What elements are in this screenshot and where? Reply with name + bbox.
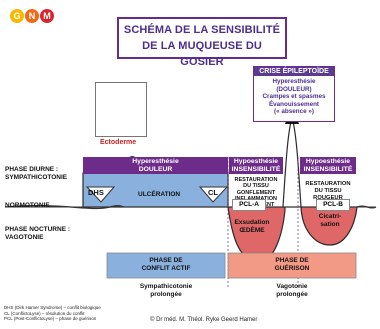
embryo-frame — [95, 82, 147, 137]
column-header-hyperesthesia-1: Hyperesthésie DOULEUR — [83, 157, 228, 174]
logo-letter-m: M — [40, 9, 54, 23]
crise-line-1: Hyperesthésie — [272, 78, 316, 85]
conflit-line2: CONFLIT ACTIF — [141, 264, 191, 272]
col2-line1: Hypoesthésie — [233, 158, 279, 165]
cl-marker — [198, 186, 229, 203]
gnm-logo: G N M — [10, 9, 54, 23]
crise-epileptoide-box: CRISE ÉPILEPTOÏDE Hyperesthésie (DOULEUR… — [253, 66, 335, 122]
title-line-1: SCHÉMA DE LA SENSIBILITÉ — [123, 24, 281, 36]
column-header-hypoesthesia-1: Hypoesthésie INSENSIBILITÉ — [229, 157, 283, 174]
logo-letter-g: G — [10, 9, 24, 23]
pcl-b-box: PCL-B — [316, 199, 350, 211]
pcl-a-box: PCL-A — [232, 199, 266, 211]
rest1-l1: RESTAURATION — [234, 177, 278, 183]
exsudation-line1: Exsudation — [234, 219, 270, 226]
sympath-line2: prolongée — [150, 290, 182, 298]
col1-line2: DOULEUR — [138, 165, 173, 173]
col4-line1: Hypoesthésie — [305, 158, 351, 165]
col1-line1: Hyperesthésie — [132, 158, 179, 165]
guerison-line2: GUÉRISON — [274, 264, 310, 272]
healing-phase-band — [227, 252, 357, 279]
rest2-l3: ROUGEUR — [313, 194, 343, 201]
rest1-l3: GONFLEMENT — [236, 189, 276, 196]
vagot-line1: Vagotonie — [276, 283, 308, 290]
title-box: SCHÉMA DE LA SENSIBILITÉ DE LA MUQUEUSE … — [117, 17, 287, 68]
baseline-wave — [4, 204, 377, 210]
copyright: © Dr méd. M. Théol. Ryke Geerd Hamer — [150, 317, 258, 323]
crise-line-2: (DOULEUR) — [276, 85, 312, 93]
phase-conflit-actif: PHASE DE CONFLIT ACTIF — [107, 257, 225, 272]
logo-letter-n: N — [25, 9, 39, 23]
vagotonie-prolongee: Vagotonie prolongée — [228, 283, 356, 298]
legend-cl: CL (ConflictoLyse) – résolution du confl… — [4, 310, 85, 316]
guerison-line1: PHASE DE — [275, 257, 309, 264]
exsudation-label: Exsudation ŒDÈME — [232, 219, 272, 234]
exsudation-line2: ŒDÈME — [239, 226, 265, 234]
healing-phase-curve-b — [300, 206, 358, 246]
nocturne-line2: VAGOTONIE — [5, 233, 44, 241]
cicatrisation-label: Cicatri- sation — [312, 213, 348, 228]
cicatrisation-line2: sation — [320, 220, 340, 228]
phase-guerison: PHASE DE GUÉRISON — [228, 257, 356, 272]
legend-footer: DHS (Dirk Hamer Syndrome) – conflit biol… — [4, 305, 101, 322]
col4-line2: INSENSIBILITÉ — [303, 165, 353, 173]
nocturne-line1: PHASE NOCTURNE : — [5, 226, 71, 233]
column-header-hypoesthesia-2: Hypoesthésie INSENSIBILITÉ — [300, 157, 356, 174]
rest1-l4: INFLAMMATION — [229, 196, 283, 202]
conflit-line1: PHASE DE — [149, 257, 183, 264]
rest1-l2: DU TISSU — [243, 183, 269, 190]
ulceration-label: ULCÉRATION — [138, 191, 181, 198]
crise-line-3: Crampes et spasmes — [262, 93, 326, 100]
active-phase-band — [106, 252, 226, 279]
dhs-label: DHS — [88, 188, 104, 197]
dhs-marker — [85, 186, 116, 203]
sympathicotonie-prolongee: Sympathicotonie prolongée — [107, 283, 225, 298]
vagot-line2: prolongée — [276, 290, 308, 298]
cicatrisation-line1: Cicatri- — [318, 213, 342, 220]
phase-diurne-label: PHASE DIURNE : SYMPATHICOTONIE — [5, 166, 67, 181]
ectoderme-label: Ectoderme — [100, 139, 137, 146]
rest2-l2: DU TISSU — [314, 187, 342, 194]
diurne-line1: PHASE DIURNE : — [5, 166, 59, 173]
sympath-line1: Sympathicotonie — [139, 283, 193, 290]
restauration-2: RESTAURATION DU TISSU ROUGEUR — [300, 181, 356, 201]
crise-line-5: (« absence ») — [274, 108, 314, 115]
rest2-l1: RESTAURATION — [305, 181, 351, 187]
title-line-2: DE LA MUQUEUSE DU GOSIER — [142, 40, 262, 68]
phase-nocturne-label: PHASE NOCTURNE : VAGOTONIE — [5, 226, 70, 241]
legend-pcl: PCL (Post-ConflictoLyse) – phase de guér… — [4, 316, 97, 321]
normotonie-label: NORMOTONIE — [5, 202, 50, 209]
diurne-line2: SYMPATHICOTONIE — [5, 173, 68, 181]
crise-header: CRISE ÉPILEPTOÏDE — [254, 67, 334, 76]
cl-label: CL — [208, 188, 218, 197]
crise-line-4: Évanouissement — [268, 100, 320, 108]
col2-line2: INSENSIBILITÉ — [231, 165, 281, 173]
legend-dhs: DHS (Dirk Hamer Syndrome) – conflit biol… — [4, 305, 101, 310]
